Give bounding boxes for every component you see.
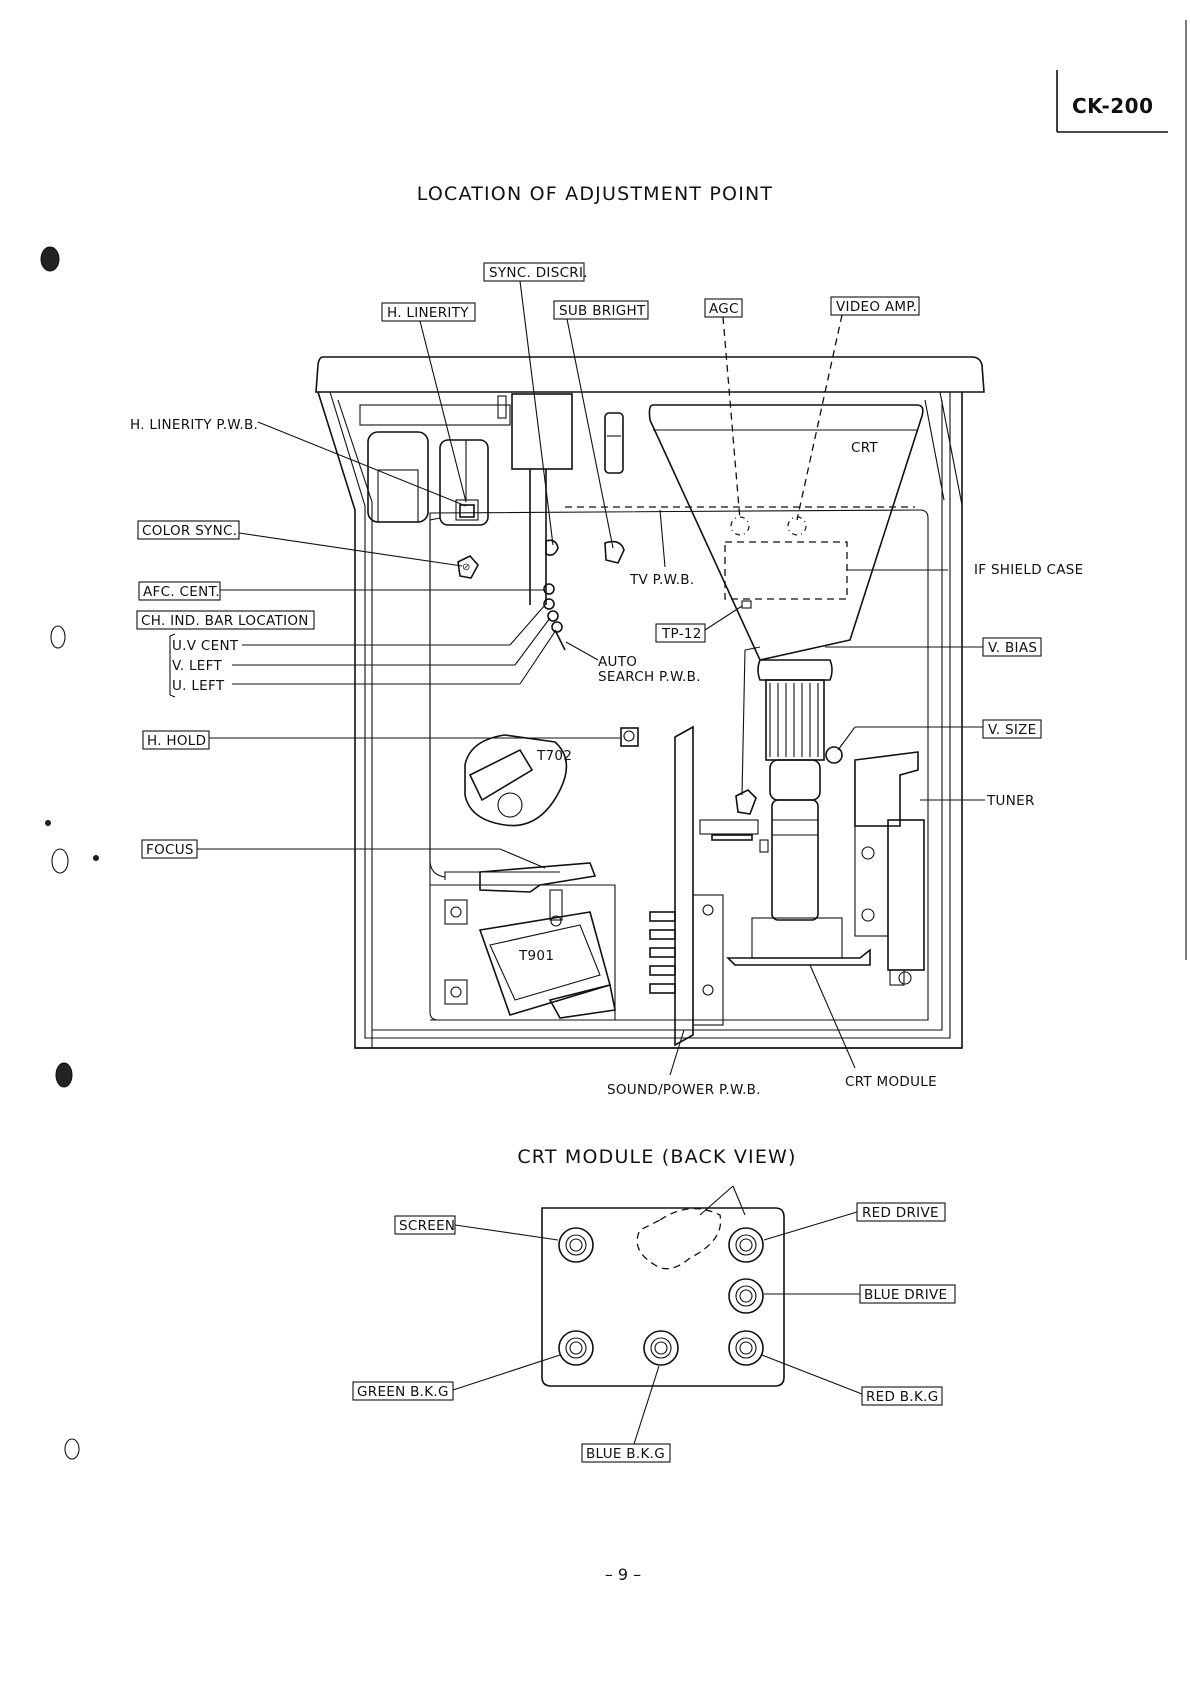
callout-u-left: U. LEFT xyxy=(172,629,557,694)
svg-text:AFC. CENT.: AFC. CENT. xyxy=(143,584,220,600)
svg-text:V. SIZE: V. SIZE xyxy=(988,722,1037,738)
callout-focus: FOCUS xyxy=(141,839,546,869)
svg-text:SYNC. DISCRI.: SYNC. DISCRI. xyxy=(489,265,588,281)
callout-h-linerity-pwb: H. LINERITY P.W.B. xyxy=(130,417,467,507)
callout-blue-drive: BLUE DRIVE xyxy=(764,1284,956,1304)
svg-text:⊘: ⊘ xyxy=(462,562,471,573)
callout-h-hold: H. HOLD xyxy=(142,730,620,750)
page-number: – 9 – xyxy=(605,1565,641,1584)
svg-text:AGC: AGC xyxy=(709,301,739,317)
svg-text:H. LINERITY: H. LINERITY xyxy=(387,305,469,321)
callout-blue-bkg: BLUE B.K.G xyxy=(581,1365,671,1463)
svg-text:AUTO: AUTO xyxy=(598,654,637,670)
svg-text:TUNER: TUNER xyxy=(986,793,1035,809)
jack-screen xyxy=(558,1227,594,1263)
if-shield-case xyxy=(565,506,948,609)
callout-afc-cent: AFC. CENT. xyxy=(138,581,545,601)
t901-transformer: T901 xyxy=(430,884,616,1021)
jack-blue-bkg xyxy=(643,1330,679,1366)
svg-text:BLUE B.K.G: BLUE B.K.G xyxy=(586,1446,665,1462)
crt-label: CRT xyxy=(851,440,878,456)
t702-transformer: T702 xyxy=(464,734,572,827)
callout-sub-bright: SUB BRIGHT xyxy=(553,300,649,549)
model-number: CK-200 xyxy=(1072,94,1154,118)
crt-tube: CRT xyxy=(648,404,924,921)
svg-text:V. BIAS: V. BIAS xyxy=(988,640,1037,656)
callout-red-drive: RED DRIVE xyxy=(763,1202,946,1241)
svg-text:H. LINERITY P.W.B.: H. LINERITY P.W.B. xyxy=(130,417,258,433)
svg-text:H. HOLD: H. HOLD xyxy=(147,733,206,749)
callout-video-amp: VIDEO AMP. xyxy=(796,296,920,521)
tv-cabinet xyxy=(315,356,985,1049)
svg-text:RED DRIVE: RED DRIVE xyxy=(862,1205,939,1221)
h-linerity-pwb-assembly xyxy=(359,395,511,526)
callout-auto-search-pwb: AUTO SEARCH P.W.B. xyxy=(565,641,701,685)
jack-red-drive xyxy=(728,1227,764,1263)
jack-blue-drive xyxy=(728,1278,764,1314)
callout-tp-12: TP-12 xyxy=(655,605,743,643)
main-title: LOCATION OF ADJUSTMENT POINT xyxy=(417,183,774,205)
jack-red-bkg xyxy=(728,1330,764,1366)
t702-label: T702 xyxy=(536,748,572,764)
callout-h-linerity: H. LINERITY xyxy=(381,302,476,503)
svg-text:RED B.K.G: RED B.K.G xyxy=(866,1389,938,1405)
svg-text:SEARCH P.W.B.: SEARCH P.W.B. xyxy=(598,669,701,685)
svg-text:CH. IND. BAR LOCATION: CH. IND. BAR LOCATION xyxy=(141,613,309,629)
t901-label: T901 xyxy=(518,948,554,964)
tv-pwb-label: TV P.W.B. xyxy=(629,572,694,588)
svg-text:GREEN B.K.G: GREEN B.K.G xyxy=(357,1384,449,1400)
callout-green-bkg: GREEN B.K.G xyxy=(352,1354,561,1401)
svg-text:CRT MODULE: CRT MODULE xyxy=(845,1074,937,1090)
callout-uv-cent: U.V CENT xyxy=(172,604,546,654)
sound-power-pwb xyxy=(649,725,724,1047)
callout-sync-discri: SYNC. DISCRI. xyxy=(483,262,588,546)
svg-text:BLUE DRIVE: BLUE DRIVE xyxy=(864,1287,947,1303)
callout-screen: SCREEN xyxy=(394,1215,559,1241)
svg-text:SUB BRIGHT: SUB BRIGHT xyxy=(559,303,646,319)
svg-text:VIDEO AMP.: VIDEO AMP. xyxy=(836,299,917,315)
model-header: CK-200 xyxy=(1056,70,1168,133)
callout-red-bkg: RED B.K.G xyxy=(761,1354,943,1406)
callout-color-sync: COLOR SYNC. xyxy=(137,520,463,567)
jack-green-bkg xyxy=(558,1330,594,1366)
svg-text:U.V CENT: U.V CENT xyxy=(172,638,239,654)
callout-sound-power-pwb: SOUND/POWER P.W.B. xyxy=(607,1029,761,1098)
callout-ch-ind-bar-location: CH. IND. BAR LOCATION xyxy=(136,610,315,698)
tv-pwb: TV P.W.B. xyxy=(629,509,694,588)
adjustment-pots: ⊘ xyxy=(457,516,843,815)
svg-text:U. LEFT: U. LEFT xyxy=(172,678,225,694)
crt-module-base xyxy=(699,819,871,966)
tuner xyxy=(854,751,925,986)
svg-text:COLOR SYNC.: COLOR SYNC. xyxy=(142,523,237,539)
wire-harness xyxy=(429,517,446,878)
svg-text:V. LEFT: V. LEFT xyxy=(172,658,222,674)
sync-board xyxy=(511,393,573,605)
crt-module-back-view xyxy=(541,1185,785,1387)
callout-tuner: TUNER xyxy=(920,793,1035,809)
callout-v-bias: V. BIAS xyxy=(741,637,1042,796)
svg-text:FOCUS: FOCUS xyxy=(146,842,194,858)
callout-crt-module: CRT MODULE xyxy=(809,964,937,1090)
svg-text:TP-12: TP-12 xyxy=(661,626,702,642)
svg-text:SOUND/POWER P.W.B.: SOUND/POWER P.W.B. xyxy=(607,1082,761,1098)
callout-v-left: V. LEFT xyxy=(172,617,551,674)
callout-if-shield-case: IF SHIELD CASE xyxy=(974,562,1083,578)
module-title: CRT MODULE (BACK VIEW) xyxy=(517,1146,796,1168)
callout-v-size: V. SIZE xyxy=(837,719,1042,751)
capacitor xyxy=(604,412,624,474)
callout-agc: AGC xyxy=(704,298,743,521)
svg-text:SCREEN: SCREEN xyxy=(399,1218,455,1234)
binder-hole-marks xyxy=(40,246,99,1460)
